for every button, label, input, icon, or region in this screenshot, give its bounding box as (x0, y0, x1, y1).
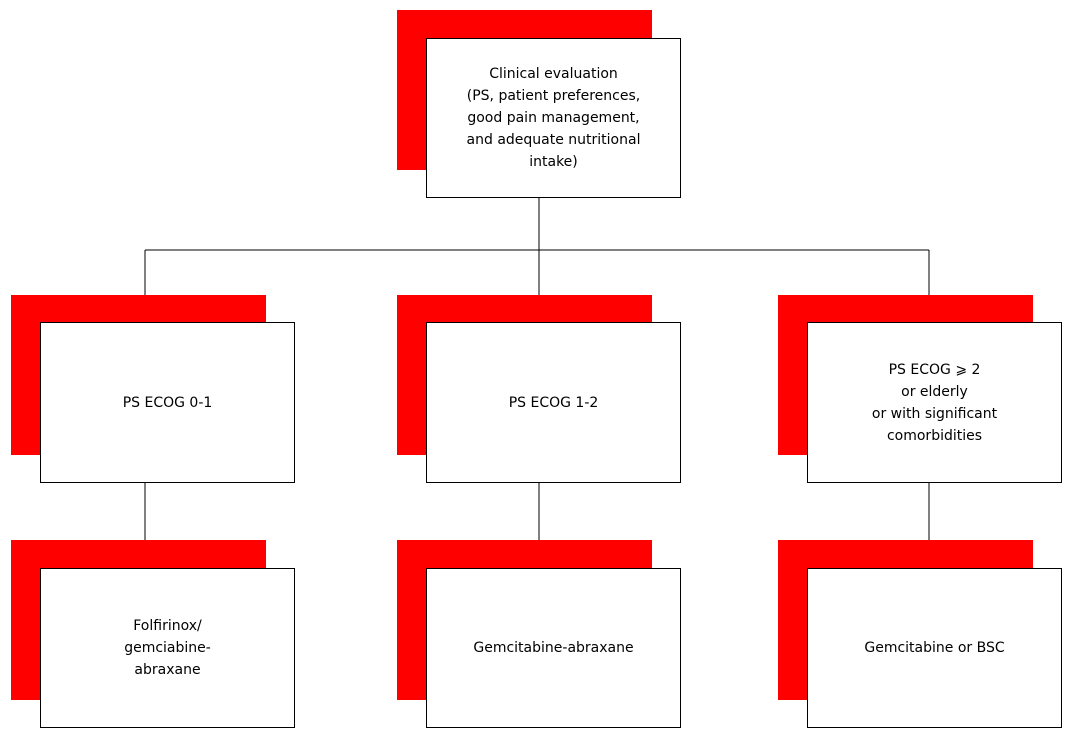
root-node-label: Clinical evaluation (PS, patient prefere… (466, 66, 641, 170)
treatment-node-1-label: Folfirinox/ gemciabine- abraxane (124, 618, 211, 678)
status-node-ecog-1-2: PS ECOG 1-2 (426, 322, 681, 483)
treatment-node-folfirinox: Folfirinox/ gemciabine- abraxane (40, 568, 295, 728)
status-node-2-label: PS ECOG 1-2 (508, 394, 599, 411)
root-node-clinical-evaluation: Clinical evaluation (PS, patient prefere… (426, 38, 681, 198)
status-node-ecog-0-1: PS ECOG 0-1 (40, 322, 295, 483)
treatment-node-2-label: Gemcitabine-abraxane (473, 640, 634, 656)
status-node-1-label: PS ECOG 0-1 (122, 394, 213, 411)
status-node-3-label: PS ECOG ⩾ 2 or elderly or with significa… (871, 361, 998, 444)
treatment-node-3-label: Gemcitabine or BSC (864, 640, 1005, 656)
status-node-ecog-2-plus: PS ECOG ⩾ 2 or elderly or with significa… (807, 322, 1062, 483)
treatment-node-gemcitabine-abraxane: Gemcitabine-abraxane (426, 568, 681, 728)
treatment-node-gemcitabine-or-bsc: Gemcitabine or BSC (807, 568, 1062, 728)
